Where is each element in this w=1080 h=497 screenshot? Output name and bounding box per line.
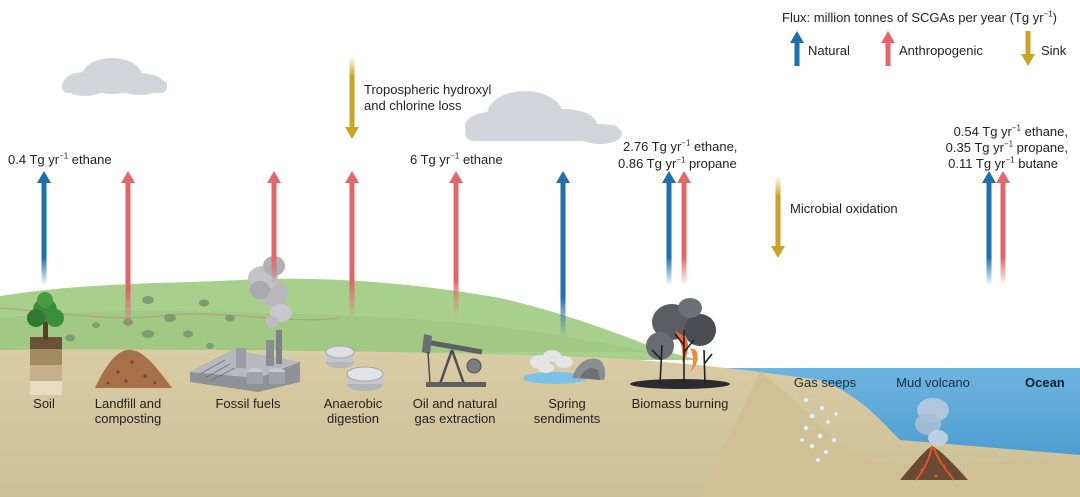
arrow-up-icon-legend-natural	[790, 31, 804, 66]
flux-mud-2: 0.35 Tg yr−1 propane,	[945, 139, 1068, 155]
digester-tank-icon	[325, 345, 384, 391]
hot-spring-icon	[523, 350, 606, 384]
arrow-down-icon-microbial	[771, 176, 785, 258]
cloud-icon	[62, 58, 167, 96]
seabed	[700, 372, 1080, 497]
arrow-up-icon-legend-anthropogenic	[881, 31, 895, 66]
arrow-down-icon-tropospheric	[345, 56, 359, 139]
arrow-down-icon-legend-sink	[1021, 31, 1035, 66]
arrow-up-icon-landfill	[121, 171, 135, 330]
mud-volcano-icon	[900, 398, 968, 481]
compost-pile-icon	[95, 349, 172, 388]
tree-icon	[27, 292, 64, 395]
source-landfill-2: composting	[94, 411, 162, 426]
legend-natural: Natural	[808, 43, 850, 58]
source-ocean: Ocean	[1025, 375, 1065, 390]
source-anaerobic-1: Anaerobic	[323, 396, 383, 411]
source-soil: Soil	[33, 396, 55, 411]
source-mud-volcano: Mud volcano	[896, 375, 970, 390]
legend-title: Flux: million tonnes of SCGAs per year (…	[782, 9, 1057, 25]
source-fossil: Fossil fuels	[215, 396, 281, 411]
source-landfill-1: Landfill and	[94, 396, 162, 411]
source-gas-seeps: Gas seeps	[793, 375, 857, 390]
arrow-up-icon-fossil	[267, 171, 281, 286]
arrow-up-icon-biomass-anthropogenic	[677, 171, 691, 286]
arrow-up-icon-mud-natural	[982, 171, 996, 286]
arrow-up-icon-soil	[37, 171, 51, 286]
hill-shadow	[0, 311, 650, 352]
oil-pump-jack-icon	[422, 334, 486, 387]
legend-anthropogenic: Anthropogenic	[899, 43, 983, 58]
cloud-icon	[465, 91, 622, 144]
sink-microbial: Microbial oxidation	[790, 201, 898, 216]
source-oil-1: Oil and natural	[412, 396, 498, 411]
arrow-up-icon-oil-gas	[449, 171, 463, 316]
source-anaerobic-2: digestion	[326, 411, 380, 426]
source-spring-2: sendiments	[533, 411, 601, 426]
legend-sink: Sink	[1041, 43, 1067, 58]
sink-tropospheric-1: Tropospheric hydroxyl	[364, 82, 492, 97]
arrow-up-icon-mud-anthropogenic	[996, 171, 1010, 286]
arrow-up-icon-biomass-natural	[662, 171, 676, 286]
flux-biomass-1: 2.76 Tg yr−1 ethane,	[623, 138, 738, 154]
flux-biomass-2: 0.86 Tg yr−1 propane	[618, 155, 737, 171]
arrow-up-icon-anaerobic	[345, 171, 359, 318]
flux-oil-gas: 6 Tg yr−1 ethane	[410, 151, 503, 167]
flux-mud-3: 0.11 Tg yr−1 butane	[948, 155, 1058, 171]
factory-icon	[190, 256, 300, 392]
source-oil-2: gas extraction	[414, 411, 496, 426]
flux-mud-1: 0.54 Tg yr−1 ethane,	[953, 123, 1068, 139]
sink-tropospheric-2: and chlorine loss	[364, 98, 462, 113]
burning-trees-icon	[630, 298, 730, 389]
source-spring-1: Spring	[548, 396, 586, 411]
gas-bubbles-icon	[799, 397, 839, 463]
source-biomass: Biomass burning	[631, 396, 729, 411]
arrow-up-icon-spring	[556, 171, 570, 338]
flux-soil: 0.4 Tg yr−1 ethane	[8, 151, 112, 167]
